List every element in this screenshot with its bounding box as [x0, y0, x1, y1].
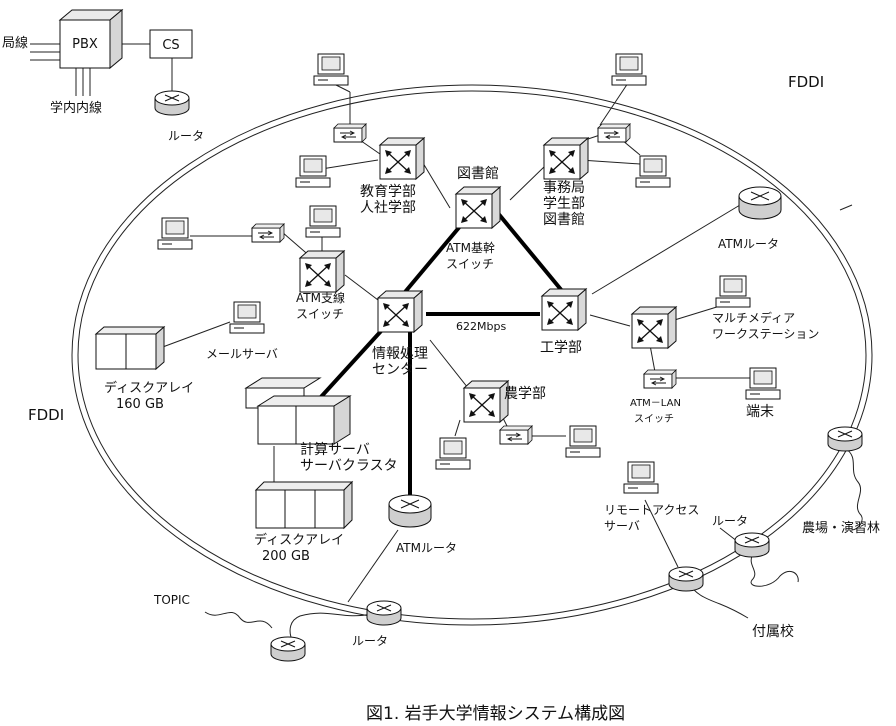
pc-agriculture-left	[435, 437, 471, 470]
atm-branch-switch	[299, 250, 345, 293]
router-school	[734, 532, 770, 558]
disk-array-160	[94, 325, 166, 371]
atm-router-right	[738, 186, 782, 220]
pc-admin-top	[611, 53, 647, 86]
fddi-ring	[71, 84, 873, 626]
fddi-label-top: FDDI	[788, 73, 824, 91]
cs-box	[149, 29, 193, 59]
pc-mail-server	[229, 301, 265, 334]
center-label-1: 情報処理	[372, 346, 428, 362]
router-bottom-label: ルータ	[352, 634, 388, 648]
pc-terminal	[745, 367, 781, 400]
external-wavy-links	[204, 447, 863, 641]
fddi-label-left: FDDI	[28, 406, 64, 424]
hub-education	[333, 123, 367, 143]
atm-lan-switch	[643, 369, 677, 389]
router-farm	[827, 426, 863, 452]
campus-line-label: 学内内線	[50, 100, 102, 116]
compute-label-2: サーバクラスタ	[300, 458, 398, 474]
atm-backbone-label-1: ATM基幹	[446, 240, 495, 255]
atm-branch-label-2: スイッチ	[296, 307, 344, 321]
education-switch	[379, 137, 425, 180]
agriculture-label: 農学部	[504, 386, 546, 402]
atm-backbone-label-2: スイッチ	[446, 257, 494, 271]
disk200-label-1: ディスクアレイ	[254, 532, 344, 548]
compute-server-cluster	[244, 377, 352, 445]
terminal-label: 端末	[746, 404, 774, 420]
atm-router-right-label: ATMルータ	[718, 237, 779, 251]
pc-multimedia	[715, 275, 751, 308]
pc-remote-access	[623, 461, 659, 494]
multimedia-label-2: ワークステーション	[712, 327, 819, 341]
disk200-label-2: 200 GB	[262, 549, 310, 564]
router-top-label: ルータ	[168, 129, 204, 143]
cs-label: CS	[162, 38, 179, 53]
agriculture-switch	[463, 380, 509, 423]
atm-router-bottom-label: ATMルータ	[396, 541, 457, 555]
speed-label: 622Mbps	[456, 320, 506, 333]
admin-label-1: 事務局	[543, 180, 585, 196]
mail-server-label: メールサーバ	[206, 347, 278, 361]
farm-label: 農場・演習林	[802, 520, 880, 536]
pc-education-top	[313, 53, 349, 86]
pbx-label: PBX	[72, 37, 98, 52]
pc-admin-right	[635, 155, 671, 188]
router-bottom	[366, 600, 402, 626]
remote-access-label-2: サーバ	[604, 519, 640, 533]
topic-label: TOPIC	[153, 593, 190, 607]
admin-label-2: 学生部	[543, 196, 585, 212]
disk160-label-2: 160 GB	[116, 397, 164, 412]
humanities-label: 人社学部	[360, 200, 416, 216]
pc-education-left	[295, 155, 331, 188]
hub-admin	[597, 123, 631, 143]
atm-lan-label-1: ATM－LAN	[630, 398, 681, 409]
atm-backbone-links	[318, 210, 565, 495]
admin-switch	[543, 137, 589, 180]
disk-array-200	[254, 480, 354, 530]
router-topic	[270, 636, 306, 662]
pbx-box	[58, 8, 124, 70]
admin-label-3: 図書館	[543, 211, 585, 228]
diagram-labels: 図書館 教育学部 人社学部 事務局 学生部 図書館 ATM基幹 スイッチ ATM…	[104, 165, 880, 724]
pc-left	[157, 217, 193, 250]
engineering-switch	[541, 288, 587, 331]
center-label-2: センター	[372, 362, 428, 378]
outside-line-label: 局線	[2, 35, 28, 51]
figure-caption: 図1. 岩手大学情報システム構成図	[366, 704, 625, 724]
engineering-label: 工学部	[540, 340, 582, 356]
multimedia-label-1: マルチメディア	[712, 310, 795, 325]
compute-label-1: 計算サーバ	[300, 442, 370, 458]
remote-access-label-1: リモートアクセス	[604, 503, 699, 517]
multimedia-switch	[631, 306, 677, 349]
router-right-label: ルータ	[712, 514, 748, 528]
atm-branch-label-1: ATM支線	[296, 290, 345, 305]
disk160-label-1: ディスクアレイ	[104, 380, 194, 396]
pc-agriculture-right	[565, 425, 601, 458]
center-switch	[377, 290, 423, 333]
router-remote	[668, 566, 704, 592]
pc-branch-top	[305, 205, 341, 238]
atm-router-bottom	[388, 494, 432, 528]
education-label: 教育学部	[360, 184, 416, 200]
library-label: 図書館	[457, 165, 499, 182]
hub-left	[251, 223, 285, 243]
router-top-left	[154, 90, 190, 116]
hub-agriculture	[499, 425, 533, 445]
atm-lan-label-2: スイッチ	[634, 413, 674, 425]
atm-backbone-switch	[455, 186, 501, 229]
attached-school-label: 付属校	[752, 623, 794, 640]
